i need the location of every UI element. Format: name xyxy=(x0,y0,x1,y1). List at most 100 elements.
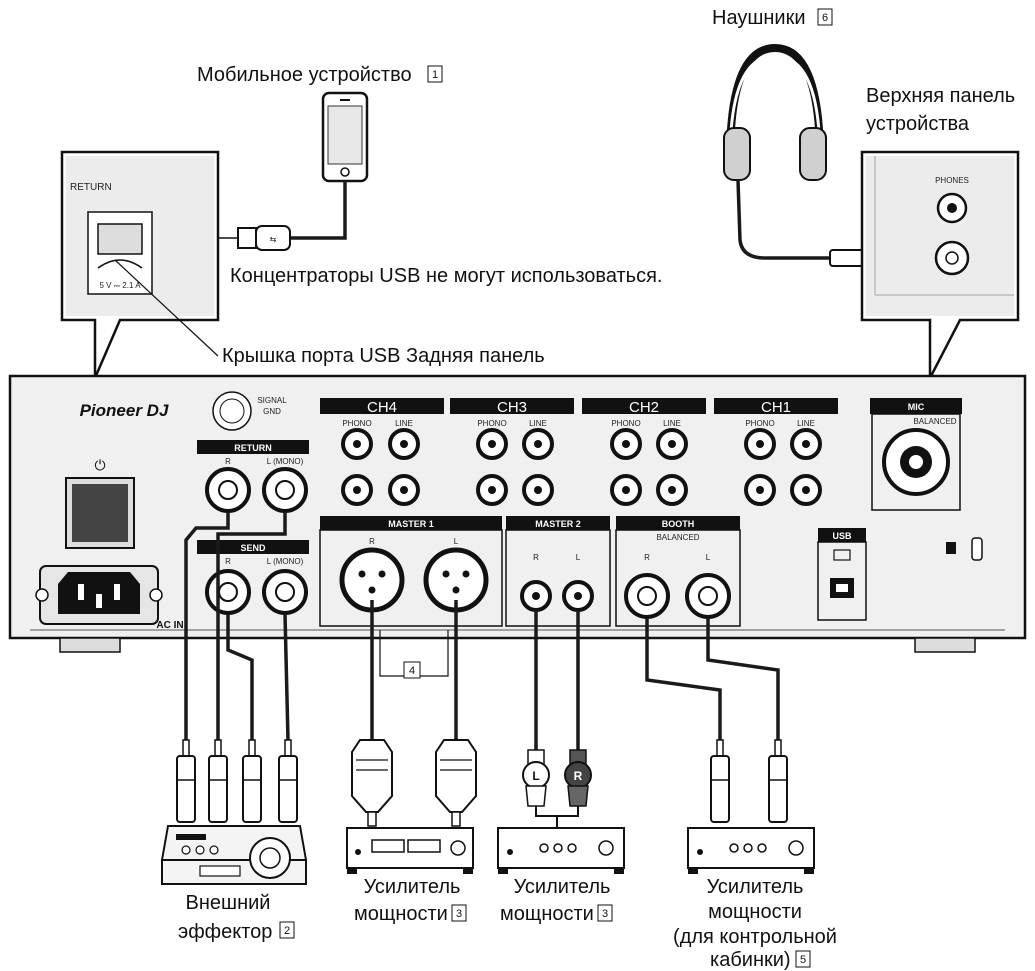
ac-inlet: AC IN xyxy=(35,565,184,631)
amp3-label-4: кабинки) xyxy=(710,949,791,971)
usb-b-port: USB xyxy=(817,528,867,621)
svg-text:R: R xyxy=(644,553,650,562)
external-effector-icon xyxy=(160,825,308,885)
svg-text:⇆: ⇆ xyxy=(270,235,277,244)
svg-text:SEND: SEND xyxy=(240,543,266,553)
mobile-device-badge: 1 xyxy=(427,65,443,83)
booth-plugs xyxy=(710,739,788,823)
xlr-plugs xyxy=(351,739,477,827)
svg-text:PHONO: PHONO xyxy=(745,419,774,428)
effector-badge: 2 xyxy=(279,921,295,939)
svg-text:LINE: LINE xyxy=(529,419,547,428)
svg-text:5: 5 xyxy=(800,954,806,966)
ac-in-label: AC IN xyxy=(156,620,183,631)
effector-cables xyxy=(184,512,290,741)
usb-cover-label: Крышка порта USB Задняя панель xyxy=(222,345,545,367)
rear-panel xyxy=(8,374,1027,653)
svg-text:LINE: LINE xyxy=(797,419,815,428)
power-amp-1-icon xyxy=(346,827,474,874)
rca-plugs: L R xyxy=(522,749,592,828)
svg-text:CH3: CH3 xyxy=(497,399,527,416)
link-bracket: 4 xyxy=(379,630,449,679)
svg-text:CH2: CH2 xyxy=(629,399,659,416)
top-panel-label-2: устройства xyxy=(866,113,970,135)
amp2-label-1: Усилитель xyxy=(514,876,611,898)
usb-port-inset: RETURN 5 V ⎓ 2.1 A xyxy=(60,150,220,379)
usb-cable xyxy=(290,181,347,240)
svg-text:LINE: LINE xyxy=(395,419,413,428)
svg-text:RETURN: RETURN xyxy=(234,443,272,453)
svg-text:GND: GND xyxy=(263,407,281,416)
mic-input: MIC BALANCED xyxy=(870,398,962,511)
headphones-badge: 6 xyxy=(817,8,833,26)
master2-outputs: MASTER 2 R L xyxy=(505,516,611,627)
usb-inset-rating: 5 V ⎓ 2.1 A xyxy=(99,281,141,290)
svg-text:R: R xyxy=(225,557,231,566)
svg-text:MIC: MIC xyxy=(908,402,925,412)
headphones-label: Наушники xyxy=(712,7,806,29)
svg-text:MASTER 2: MASTER 2 xyxy=(535,519,581,529)
svg-text:MASTER 1: MASTER 1 xyxy=(388,519,434,529)
brand-logo: Pioneer DJ xyxy=(80,401,169,420)
svg-text:R: R xyxy=(533,553,539,562)
amp3-label-2: мощности xyxy=(708,901,802,923)
svg-text:L (MONO): L (MONO) xyxy=(267,557,304,566)
lock-slot-icon xyxy=(946,537,983,561)
svg-text:BALANCED: BALANCED xyxy=(913,417,956,426)
headphones-cable xyxy=(736,179,830,260)
phones-inset-text: PHONES xyxy=(935,176,969,185)
svg-text:CH4: CH4 xyxy=(367,399,397,416)
svg-text:SIGNAL: SIGNAL xyxy=(257,396,287,405)
svg-text:L: L xyxy=(706,553,711,562)
usb-inset-return-text: RETURN xyxy=(70,182,112,193)
svg-text:CH1: CH1 xyxy=(761,399,791,416)
amp1-badge: 3 xyxy=(451,904,467,922)
ch1-jacks: PHONO LINE xyxy=(744,419,822,506)
svg-text:3: 3 xyxy=(456,908,462,920)
channel-inputs: CH4 CH3 CH2 CH1 PHONO LINE PHONO LINE PH… xyxy=(320,398,838,506)
master2-cables xyxy=(534,610,580,750)
signal-gnd-terminal: SIGNAL GND xyxy=(212,391,287,431)
ch4-jacks: PHONO LINE xyxy=(341,419,420,506)
effector-label-1: Внешний xyxy=(186,892,271,914)
mobile-device-icon xyxy=(321,91,369,183)
usb-plug-icon: ⇆ xyxy=(237,225,291,251)
svg-text:R: R xyxy=(574,769,583,783)
usb-cover-leader xyxy=(114,259,219,357)
headphones-icon xyxy=(723,43,827,181)
svg-text:3: 3 xyxy=(602,908,608,920)
amp3-label-1: Усилитель xyxy=(707,876,804,898)
svg-text:L (MONO): L (MONO) xyxy=(267,457,304,466)
svg-text:L: L xyxy=(454,537,459,546)
amp3-label-3: (для контрольной xyxy=(673,926,837,948)
svg-text:PHONO: PHONO xyxy=(611,419,640,428)
svg-text:4: 4 xyxy=(409,665,415,677)
svg-text:L: L xyxy=(576,553,581,562)
svg-text:2: 2 xyxy=(284,925,290,937)
svg-text:R: R xyxy=(369,537,375,546)
svg-text:L: L xyxy=(532,769,539,783)
effector-plugs xyxy=(176,739,298,823)
top-panel-label-1: Верхняя панель xyxy=(866,85,1015,107)
ch3-jacks: PHONO LINE xyxy=(476,419,554,506)
amp1-label-1: Усилитель xyxy=(364,876,461,898)
booth-outputs: BOOTH BALANCED R L xyxy=(615,516,741,627)
svg-text:⏻: ⏻ xyxy=(94,458,105,474)
svg-text:1: 1 xyxy=(432,69,438,81)
power-switch: ⏻ xyxy=(65,458,135,549)
amp2-badge: 3 xyxy=(597,904,613,922)
power-amp-2-icon xyxy=(497,827,625,874)
usb-hubs-note: Концентраторы USB не могут использоватьс… xyxy=(230,265,662,287)
return-jacks: RETURN R L (MONO) xyxy=(197,440,309,513)
svg-text:R: R xyxy=(225,457,231,466)
master1-cables xyxy=(370,600,458,740)
ch2-jacks: PHONO LINE xyxy=(610,419,688,506)
booth-cables xyxy=(645,618,780,740)
svg-text:PHONO: PHONO xyxy=(477,419,506,428)
svg-text:BALANCED: BALANCED xyxy=(656,533,699,542)
mobile-device-label: Мобильное устройство xyxy=(197,64,412,86)
svg-text:PHONO: PHONO xyxy=(342,419,371,428)
power-amp-3-icon xyxy=(687,827,815,874)
amp2-label-2: мощности xyxy=(500,903,594,925)
